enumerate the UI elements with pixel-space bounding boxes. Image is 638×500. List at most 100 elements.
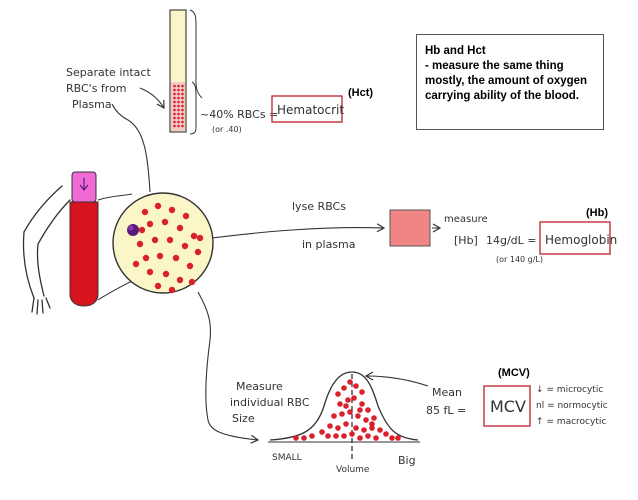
hct-decimal-label: (or .40) (212, 125, 242, 134)
info-box-body: - measure the same thing mostly, the amo… (425, 60, 588, 102)
mcv-box (483, 385, 531, 427)
rbc-dot (146, 268, 154, 276)
rbc-dot (141, 208, 149, 216)
rbc-dot (181, 112, 184, 116)
rbc-dot (395, 435, 401, 441)
rbc-dot (341, 385, 347, 391)
rbc-dot (353, 383, 359, 389)
rbc-dot (172, 254, 180, 262)
arrow-into-tube (139, 87, 165, 110)
rbc-dot (355, 413, 361, 419)
rbc-dot (177, 104, 180, 108)
rbc-dot (377, 427, 383, 433)
mean-label-line2: 85 fL = (426, 404, 466, 417)
rbc-dot (173, 108, 176, 112)
rbc-dot (173, 112, 176, 116)
rbc-dot (357, 435, 363, 441)
mean-label-line1: Mean (432, 386, 462, 399)
rbc-dots (132, 202, 204, 294)
rbc-dot (173, 104, 176, 108)
mcv-big-label: Big (398, 454, 416, 467)
hb-value-label: 14g/dL = (486, 234, 537, 247)
rbc-dot (177, 96, 180, 100)
rbc-dot (186, 262, 194, 270)
rbc-dot (190, 232, 198, 240)
rbc-dot (154, 202, 162, 210)
rbc-dot (301, 435, 307, 441)
mcv-volume-label: Volume (336, 465, 370, 475)
arrow-to-mcv (197, 291, 260, 444)
rbc-dot (181, 108, 184, 112)
rbc-dot (359, 389, 365, 395)
hemoglobin-term: Hemoglobin (545, 233, 617, 247)
rbc-dot (181, 116, 184, 120)
rbc-dot (166, 236, 174, 244)
rbc-dot (365, 433, 371, 439)
hb-bracket-label: [Hb] (454, 234, 478, 247)
rbc-dot (335, 391, 341, 397)
rbc-dot (138, 226, 146, 234)
rbc-dot (173, 92, 176, 96)
rbc-dot (136, 240, 144, 248)
rbc-dot (177, 92, 180, 96)
hct-percent-label: ~40% RBCs = (200, 108, 278, 121)
rbc-dot (181, 104, 184, 108)
rbc-dot (182, 212, 190, 220)
lyse-label: lyse RBCs (292, 200, 346, 213)
rbc-dot (177, 124, 180, 128)
rbc-dot (194, 248, 202, 256)
rbc-dot (151, 236, 159, 244)
rbc-dot (162, 270, 170, 278)
rbc-dot (176, 224, 184, 232)
hemoglobin-box (539, 221, 611, 255)
rbc-dot (373, 435, 379, 441)
separate-label-line3: Plasma (72, 98, 112, 111)
plasma-label: in plasma (302, 238, 356, 251)
rbc-dot (309, 433, 315, 439)
mcv-legend-macro: ↑ = macrocytic (536, 417, 606, 427)
rbc-dot (331, 413, 337, 419)
hb-hct-info-box: Hb and Hct - measure the same thing most… (416, 34, 604, 130)
mcv-measure-line2: individual RBC (230, 396, 310, 409)
hematocrit-box (271, 95, 343, 123)
wbc-cell (127, 224, 139, 236)
rbc-dot (173, 124, 176, 128)
mcv-measure-line1: Measure (236, 380, 283, 393)
rbc-dot (369, 425, 375, 431)
rbc-dot (341, 433, 347, 439)
hb-alt-value: (or 140 g/L) (496, 255, 543, 264)
rbc-dot (339, 411, 345, 417)
rbc-dot (173, 88, 176, 92)
rbc-dot (181, 124, 184, 128)
rbc-dot (347, 379, 353, 385)
rbc-dot (142, 254, 150, 262)
rbc-dot (173, 96, 176, 100)
rbc-dot (177, 116, 180, 120)
rbc-dot (181, 242, 189, 250)
rbc-dot (347, 409, 353, 415)
rbc-dot (335, 425, 341, 431)
rbc-dot (168, 206, 176, 214)
rbc-dot (349, 431, 355, 437)
hct-tag: (Hct) (348, 87, 373, 99)
rbc-dot (389, 435, 395, 441)
rbc-dot (156, 252, 164, 260)
mcv-small-label: SMALL (272, 453, 302, 463)
mcv-term: MCV (490, 397, 526, 416)
rbc-dot (361, 427, 367, 433)
rbc-dot (357, 407, 363, 413)
hematocrit-term: Hematocrit (277, 103, 344, 117)
rbc-dot (177, 108, 180, 112)
rbc-dot (181, 92, 184, 96)
rbc-dot (353, 425, 359, 431)
rbc-dot (176, 276, 184, 284)
rbc-dot (365, 407, 371, 413)
rbc-dot (345, 397, 351, 403)
rbc-dot (351, 395, 357, 401)
hb-tag: (Hb) (586, 207, 608, 219)
rbc-dot (173, 120, 176, 124)
arm-outline (22, 185, 71, 315)
rbc-dot (327, 423, 333, 429)
rbc-dot (177, 100, 180, 104)
rbc-dot (177, 120, 180, 124)
